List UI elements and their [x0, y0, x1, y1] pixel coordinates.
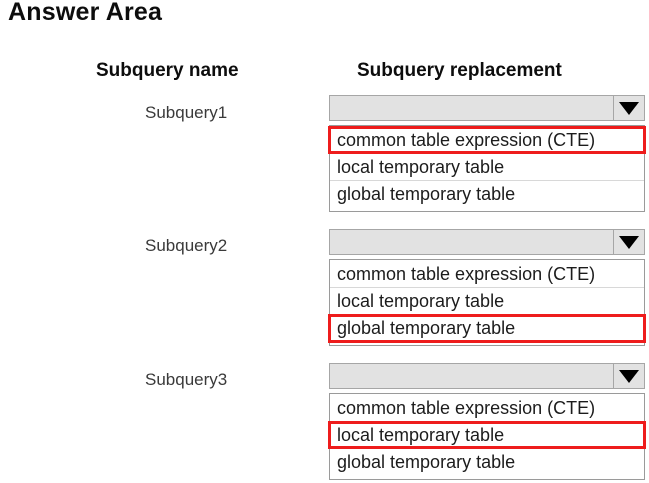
option-item[interactable]: common table expression (CTE) [330, 395, 644, 422]
option-item[interactable]: local temporary table [330, 154, 644, 181]
page-title: Answer Area [8, 0, 163, 26]
dropdown-group-subquery2: common table expression (CTE) local temp… [328, 229, 646, 346]
option-item[interactable]: global temporary table [337, 184, 516, 204]
dropdown-subquery2-toggle[interactable] [613, 230, 644, 254]
row-label-subquery2: Subquery2 [145, 236, 228, 255]
option-list-subquery2: common table expression (CTE) local temp… [328, 259, 646, 346]
option-item[interactable]: common table expression (CTE) [330, 261, 644, 288]
dropdown-subquery3[interactable] [329, 363, 645, 389]
dropdown-subquery2-value [330, 230, 613, 254]
dropdown-group-subquery3: common table expression (CTE) local temp… [328, 363, 646, 480]
dropdown-subquery3-value [330, 364, 613, 388]
chevron-down-icon [619, 101, 639, 115]
column-header-subquery-replacement: Subquery replacement [357, 60, 562, 81]
row-label-subquery1: Subquery1 [145, 103, 228, 122]
dropdown-subquery1-toggle[interactable] [613, 96, 644, 120]
column-header-subquery-name: Subquery name [96, 60, 239, 81]
dropdown-subquery2[interactable] [329, 229, 645, 255]
option-item[interactable]: local temporary table [328, 421, 646, 449]
option-list-subquery1: common table expression (CTE) local temp… [328, 125, 646, 212]
dropdown-group-subquery1: common table expression (CTE) local temp… [328, 95, 646, 212]
option-item[interactable]: local temporary table [330, 288, 644, 315]
option-list-subquery3: common table expression (CTE) local temp… [328, 393, 646, 480]
option-item[interactable]: global temporary table [337, 452, 516, 472]
dropdown-subquery1-value [330, 96, 613, 120]
dropdown-subquery3-toggle[interactable] [613, 364, 644, 388]
chevron-down-icon [619, 235, 639, 249]
option-item[interactable]: global temporary table [328, 314, 646, 343]
row-label-subquery3: Subquery3 [145, 370, 228, 389]
option-item[interactable]: common table expression (CTE) [328, 126, 646, 154]
dropdown-subquery1[interactable] [329, 95, 645, 121]
chevron-down-icon [619, 369, 639, 383]
